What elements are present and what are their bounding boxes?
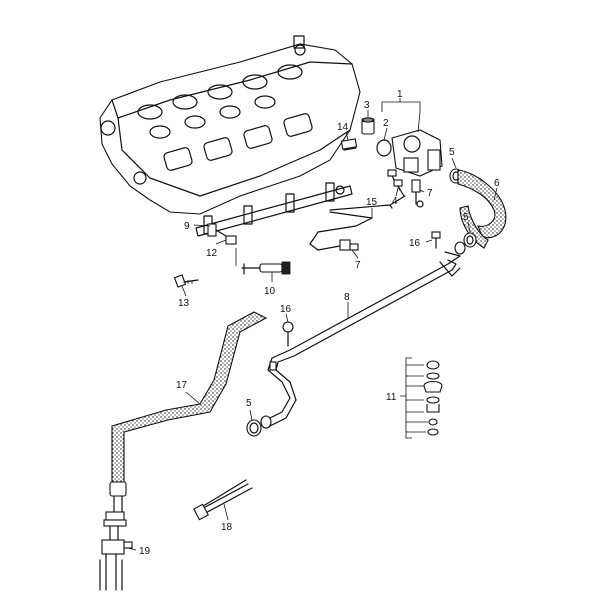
fuel-hose-17 <box>111 311 268 483</box>
high-pressure-pump <box>391 129 443 177</box>
fuel-supply-line <box>261 251 461 423</box>
label-2: 2 <box>383 118 389 129</box>
hose-clamp-right <box>454 232 477 255</box>
label-5a: 5 <box>449 147 455 158</box>
label-5c: 5 <box>246 398 252 409</box>
bolt-13 <box>173 274 199 288</box>
label-14: 14 <box>337 122 349 133</box>
label-18: 18 <box>221 522 233 533</box>
quick-connector <box>99 481 133 591</box>
union-fitting-lower <box>339 239 359 251</box>
label-10: 10 <box>264 286 276 297</box>
label-9: 9 <box>184 221 190 232</box>
label-13: 13 <box>178 298 190 309</box>
cable-ties <box>193 479 253 521</box>
label-1: 1 <box>397 89 403 100</box>
label-16a: 16 <box>409 238 421 249</box>
callout-labels: 1 2 3 14 5 6 7 4 15 5 16 7 9 12 13 10 8 … <box>139 89 500 557</box>
high-pressure-line <box>309 195 406 245</box>
label-4: 4 <box>392 196 398 207</box>
bolt-16b <box>282 321 294 347</box>
label-16b: 16 <box>280 304 292 315</box>
label-15: 15 <box>366 197 378 208</box>
label-12: 12 <box>206 248 218 259</box>
label-6: 6 <box>494 178 500 189</box>
sensor <box>340 138 358 151</box>
label-3: 3 <box>364 100 370 111</box>
union-fitting <box>411 179 424 208</box>
label-19: 19 <box>139 546 151 557</box>
label-11: 11 <box>386 392 397 403</box>
leader-lines <box>127 98 498 551</box>
label-17: 17 <box>176 380 188 391</box>
label-7b: 7 <box>355 260 361 271</box>
o-ring <box>376 139 392 157</box>
label-7a: 7 <box>427 188 433 199</box>
pressure-sensor <box>241 261 291 275</box>
hose-clamp-lower <box>246 415 272 437</box>
fuel-hose <box>457 169 507 239</box>
bolt-16a <box>431 231 441 249</box>
label-8: 8 <box>344 292 350 303</box>
label-5b: 5 <box>463 212 469 223</box>
repair-kit <box>423 360 443 436</box>
roller-tappet <box>361 117 375 135</box>
pump-bolt <box>387 169 405 197</box>
bracket-holder <box>207 223 237 245</box>
cylinder-head <box>99 35 361 237</box>
